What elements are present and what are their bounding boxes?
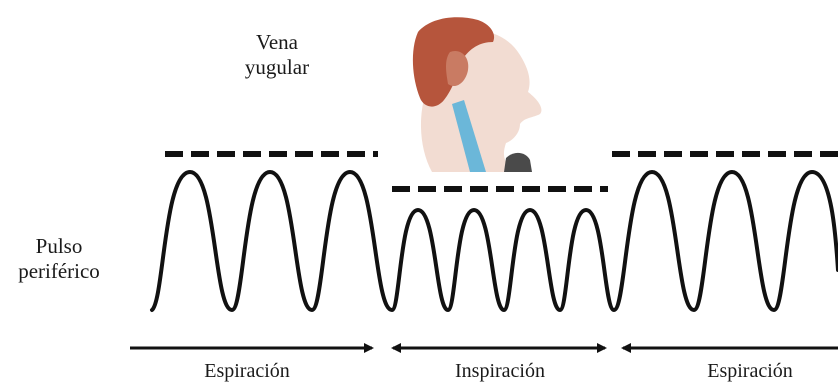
collar-icon: [504, 153, 532, 172]
phase-label-inspiration: Inspiración: [430, 360, 570, 383]
phase-label-expiration-1: Espiración: [182, 360, 312, 383]
phase-label-expiration-2: Espiración: [685, 360, 815, 383]
head-neck-profile-icon: [413, 17, 542, 172]
pulse-waveform: [152, 172, 838, 310]
